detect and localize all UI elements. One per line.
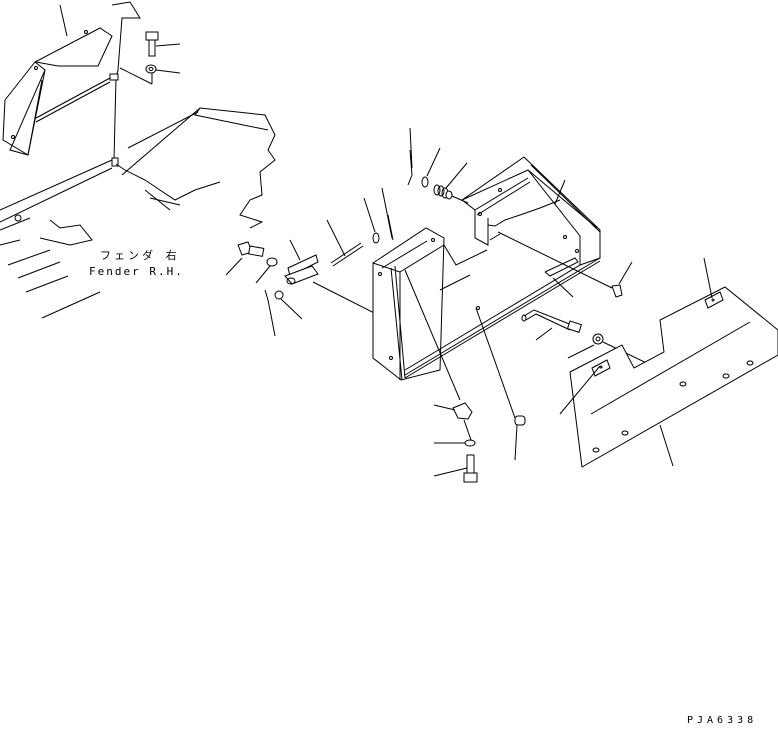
reference-label-jp: フェンダ 右 xyxy=(100,249,180,262)
lower-parts-drawing xyxy=(433,402,526,483)
bolt-top-drawing xyxy=(145,31,181,84)
machine-body-drawing xyxy=(0,107,276,319)
cover-plate-drawing xyxy=(559,257,778,468)
reference-label-en: Fender R.H. xyxy=(89,265,184,278)
drawing-code: PJA6338 xyxy=(687,715,758,726)
fender-rh-drawing xyxy=(2,1,153,167)
cover-frame-drawing xyxy=(372,156,613,419)
hinge-assembly-drawing xyxy=(225,219,399,337)
pin-washer-drawing xyxy=(363,127,469,244)
leader-fender xyxy=(59,4,68,37)
latch-drawing xyxy=(611,261,633,298)
